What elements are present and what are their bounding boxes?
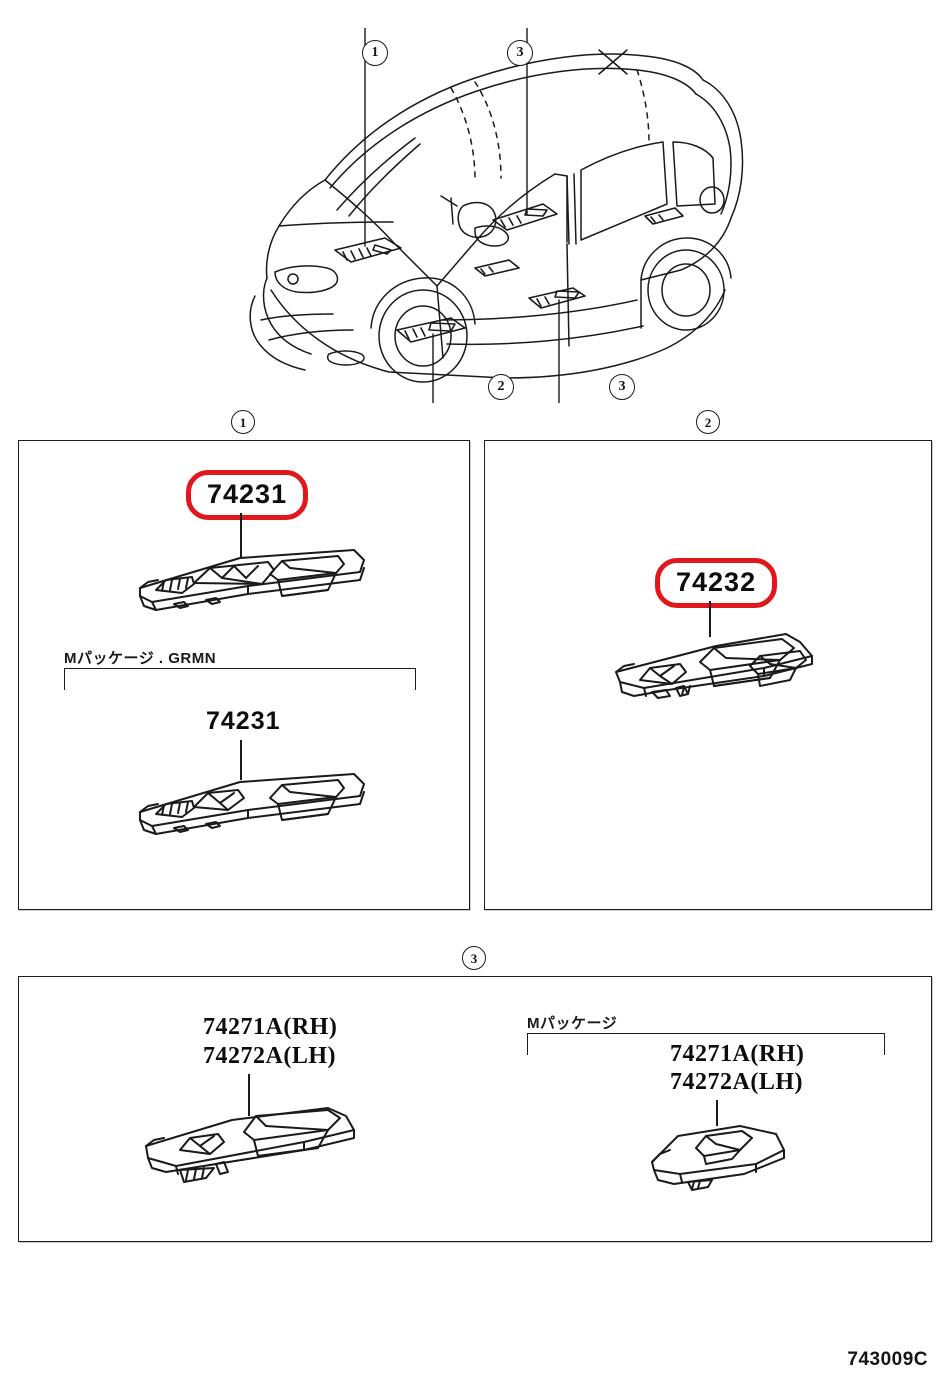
vehicle-illustration — [175, 28, 765, 403]
panel-1-variant-note: Mパッケージ . GRMN — [64, 650, 217, 667]
panel-2-header-badge: 2 — [696, 410, 720, 434]
panel-3-variant-bracket — [527, 1033, 885, 1055]
part-drawing-rear-window-switch-bezel-small — [634, 1104, 824, 1198]
part-number-74232-highlighted: 74232 — [655, 558, 778, 608]
vehicle-callout-1: 1 — [362, 40, 388, 66]
part-number-74231-variant: 74231 — [206, 707, 281, 735]
panel-1-header-badge: 1 — [231, 410, 255, 434]
leader-line-74271A-variant — [716, 1100, 718, 1126]
vehicle-callout-2: 2 — [488, 374, 514, 400]
panel-3-header-badge: 3 — [462, 946, 486, 970]
vehicle-callout-3-roof-label: 3 — [516, 45, 524, 60]
part-drawing-window-switch-assembly-simple — [122, 752, 372, 840]
leader-line-74231-variant — [240, 740, 242, 780]
part-number-74231-highlighted: 74231 — [186, 470, 309, 520]
vehicle-callout-2-label: 2 — [497, 379, 505, 394]
leader-line-74231 — [240, 513, 242, 557]
part-number-74272A-LH-variant: 74272A(LH) — [670, 1069, 803, 1095]
panel-2-header-label: 2 — [704, 414, 712, 430]
part-number-74272A-LH: 74272A(LH) — [203, 1043, 336, 1069]
panel-1-variant-bracket — [64, 668, 416, 690]
part-number-74271A-RH-variant: 74271A(RH) — [670, 1041, 805, 1067]
leader-line-74232 — [709, 601, 711, 637]
part-drawing-rear-window-switch-bezel — [132, 1098, 372, 1194]
leader-line-74271A-standard — [248, 1074, 250, 1116]
panel-1-header-label: 1 — [239, 414, 247, 430]
vehicle-callout-3-rear: 3 — [609, 374, 635, 400]
vehicle-callout-1-label: 1 — [371, 45, 379, 60]
diagram-reference-code: 743009C — [847, 1349, 928, 1370]
vehicle-callout-3-rear-label: 3 — [618, 379, 626, 394]
panel-2 — [484, 440, 932, 910]
part-number-74271A-RH: 74271A(RH) — [203, 1014, 338, 1040]
vehicle-callout-3-roof: 3 — [507, 40, 533, 66]
part-drawing-master-window-switch-assembly — [122, 528, 372, 616]
panel-3 — [18, 976, 932, 1242]
panel-3-header-label: 3 — [470, 950, 478, 966]
part-drawing-passenger-window-switch-assembly — [604, 606, 854, 702]
panel-3-variant-note: Mパッケージ — [527, 1015, 618, 1032]
